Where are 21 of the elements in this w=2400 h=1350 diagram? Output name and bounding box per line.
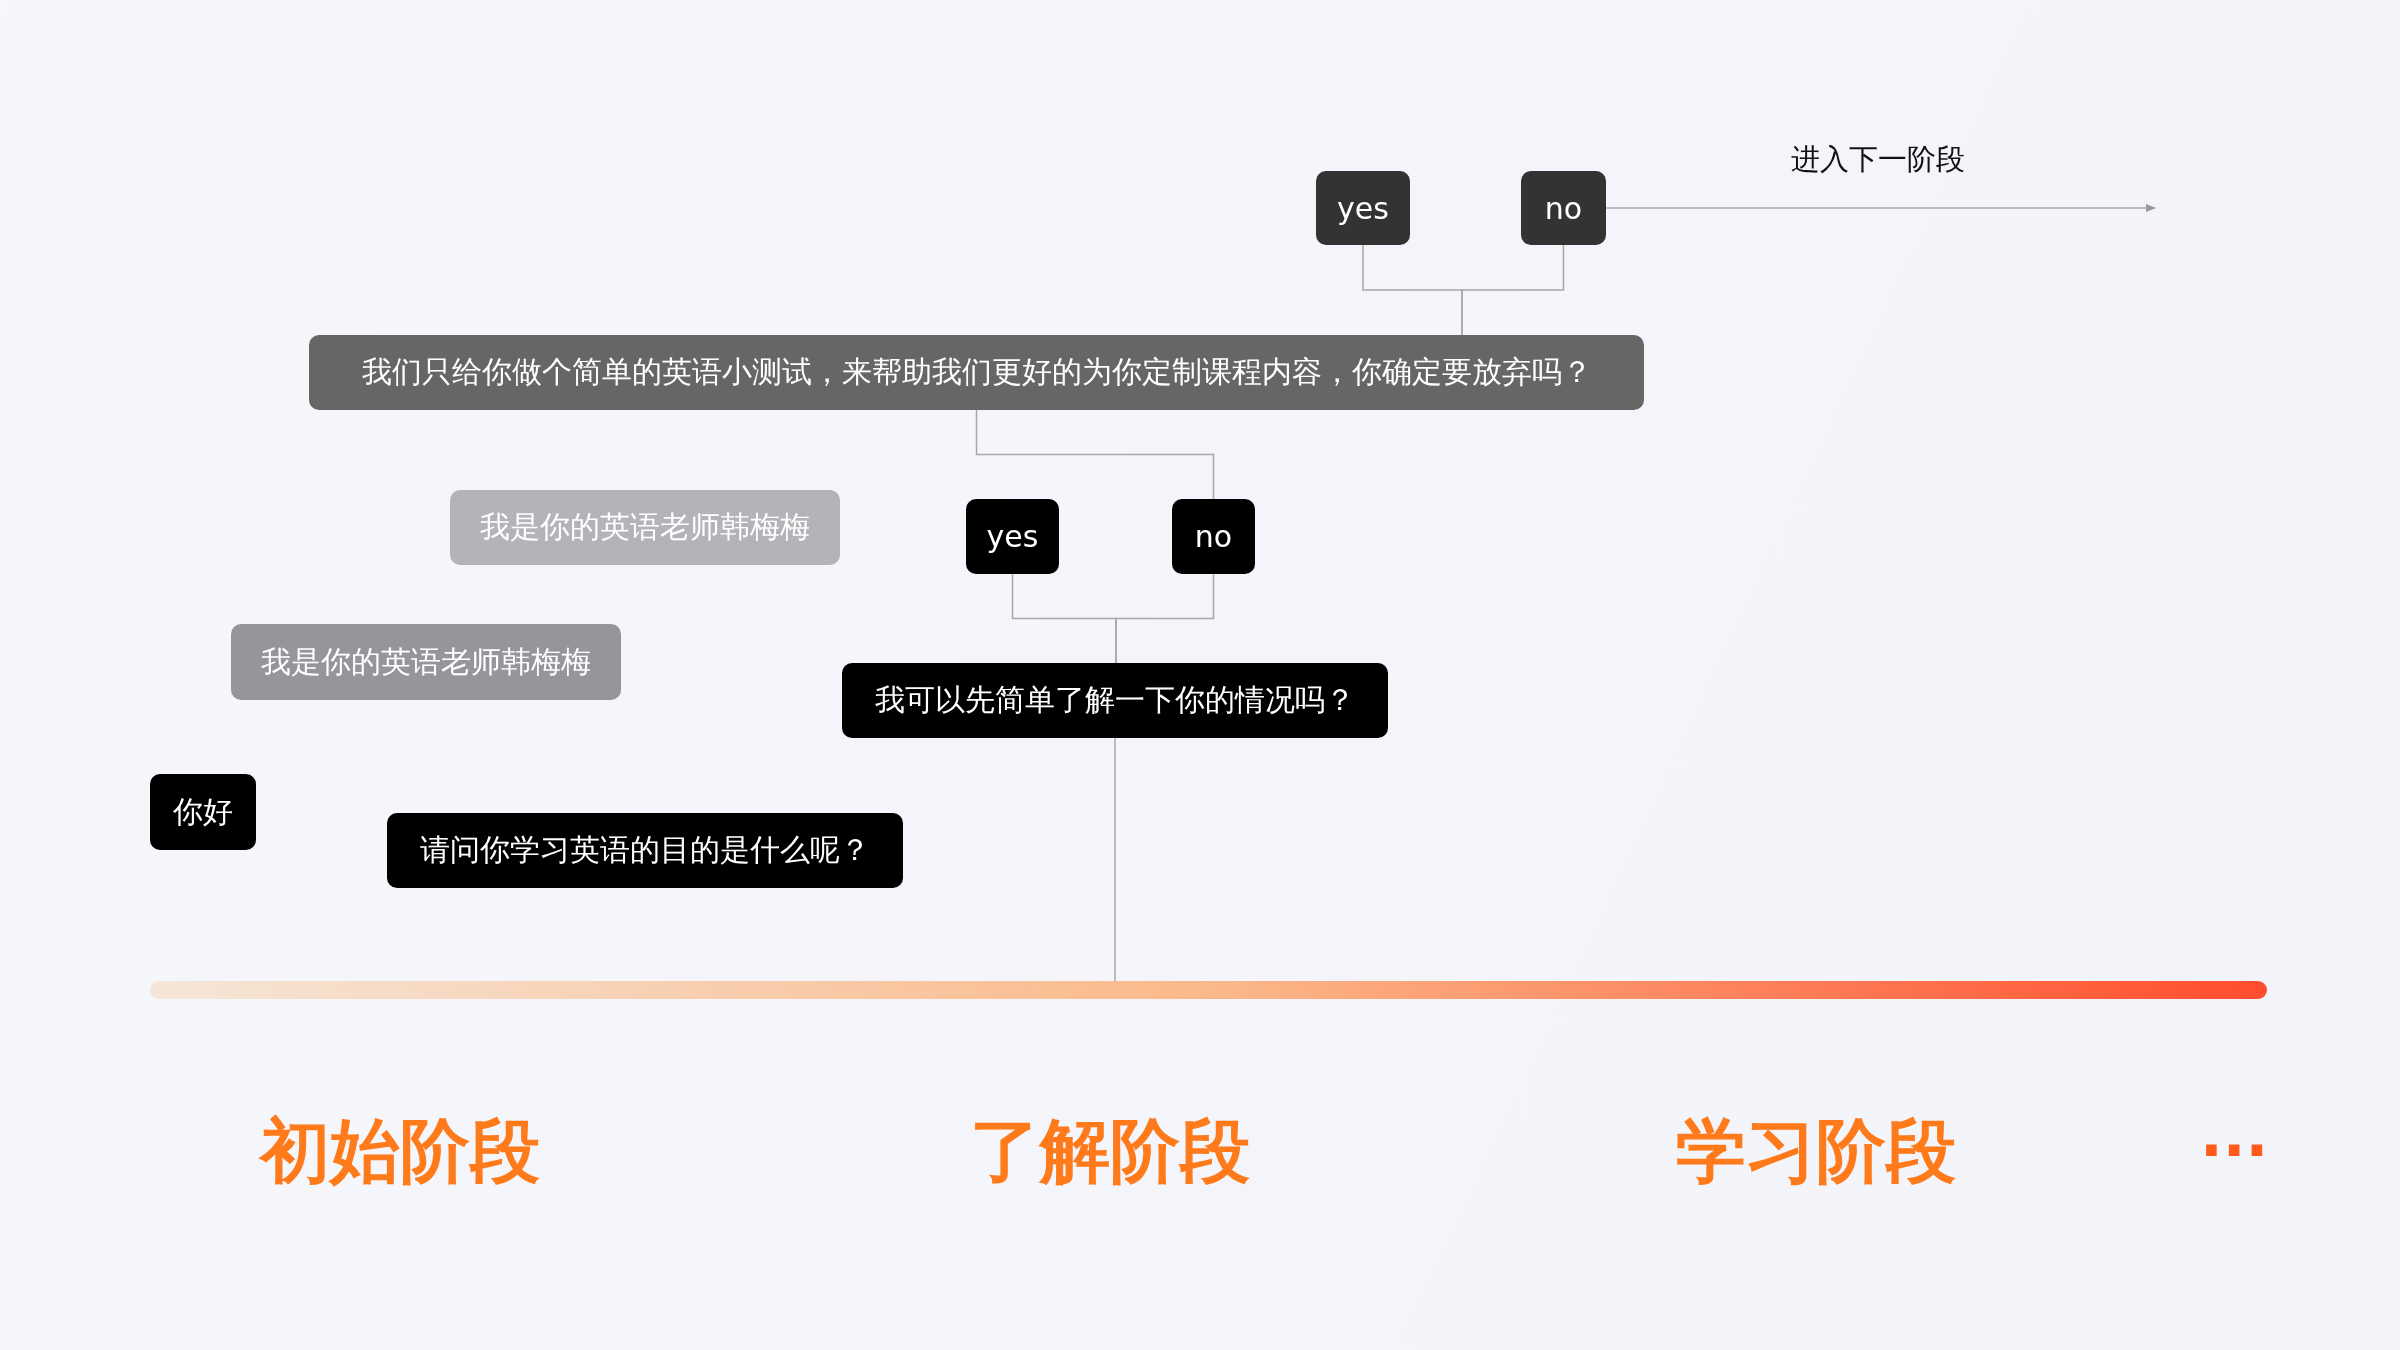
chat-bubble: 我是你的英语老师韩梅梅	[450, 490, 840, 565]
connector-line	[975, 409, 1215, 500]
chat-bubble: yes	[1316, 171, 1410, 245]
connector-line	[1114, 737, 1116, 982]
connector-line	[1115, 573, 1215, 664]
chat-bubble: no	[1172, 499, 1255, 574]
chat-bubble: 我可以先简单了解一下你的情况吗？	[842, 663, 1388, 738]
ellipsis-label: ...	[2200, 1100, 2269, 1170]
connector-line	[1461, 244, 1565, 336]
chat-bubble: 我是你的英语老师韩梅梅	[231, 624, 621, 700]
chat-bubble: 请问你学习英语的目的是什么呢？	[387, 813, 903, 888]
timeline-bar	[150, 981, 2267, 999]
chat-bubble: 你好	[150, 774, 256, 850]
stage-label: 初始阶段	[260, 1109, 540, 1194]
stage-label: 了解阶段	[970, 1109, 1250, 1194]
chat-bubble: no	[1521, 171, 1606, 245]
edge-label: 进入下一阶段	[1790, 141, 1966, 178]
chat-bubble: yes	[966, 499, 1059, 574]
arrow	[1605, 204, 2156, 212]
chat-bubble: 我们只给你做个简单的英语小测试，来帮助我们更好的为你定制课程内容，你确定要放弃吗？	[309, 335, 1644, 410]
stage-label: 学习阶段	[1676, 1109, 1956, 1194]
